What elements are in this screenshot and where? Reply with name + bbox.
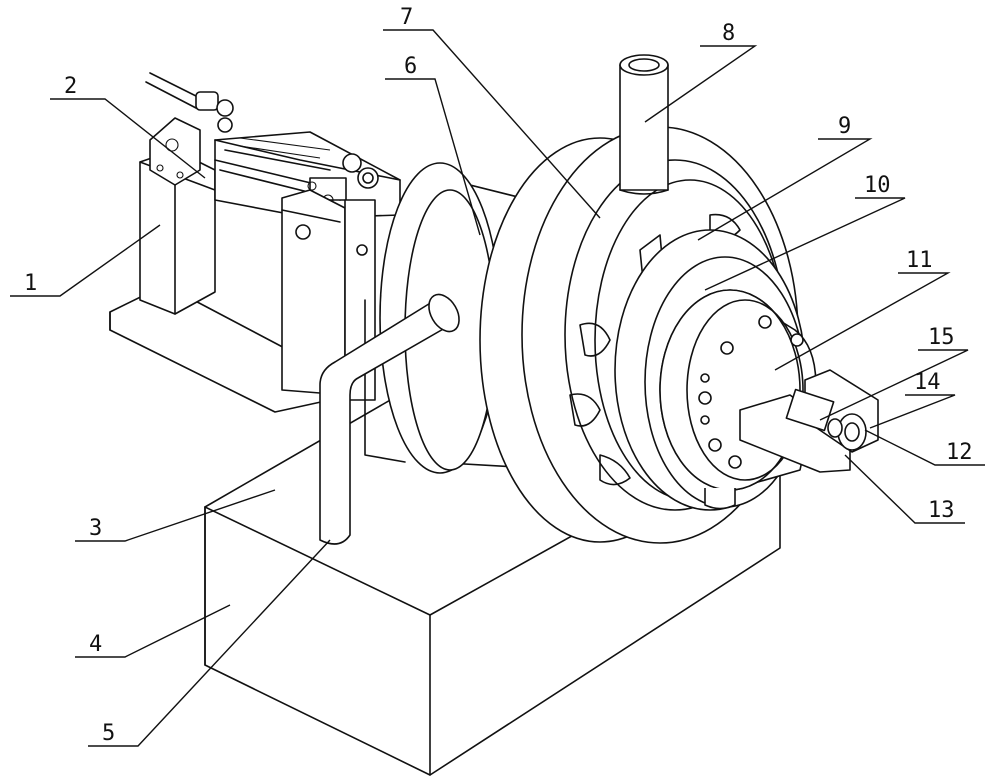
label-3: 3 bbox=[89, 516, 102, 541]
label-13: 13 bbox=[928, 498, 955, 523]
label-5: 5 bbox=[102, 721, 115, 746]
vertical-pipe bbox=[620, 55, 668, 194]
label-4: 4 bbox=[89, 632, 102, 657]
label-9: 9 bbox=[838, 114, 851, 139]
label-2: 2 bbox=[64, 74, 77, 99]
label-1: 1 bbox=[24, 271, 37, 296]
label-12: 12 bbox=[946, 440, 973, 465]
label-7: 7 bbox=[400, 5, 413, 30]
label-6: 6 bbox=[404, 54, 417, 79]
label-8: 8 bbox=[722, 21, 735, 46]
label-14: 14 bbox=[914, 370, 941, 395]
label-11: 11 bbox=[906, 248, 933, 273]
label-15: 15 bbox=[928, 325, 955, 350]
label-10: 10 bbox=[864, 173, 891, 198]
